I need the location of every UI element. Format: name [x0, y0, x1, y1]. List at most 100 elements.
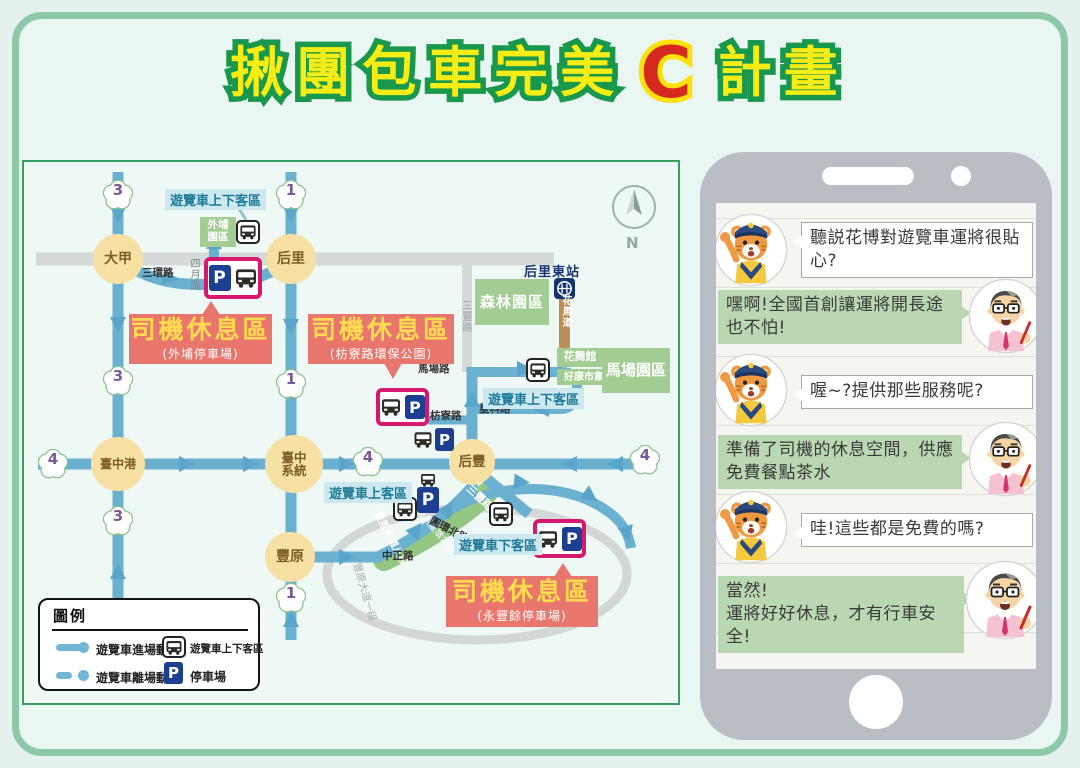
road-fangliao: 枋寮路 [430, 410, 462, 422]
interchange-dajia: 大甲 [93, 234, 143, 284]
callout-tail [554, 563, 572, 577]
road-machang: 馬場路 [418, 363, 450, 375]
bus-icon [396, 501, 414, 517]
highway-shield-3c: 3 [103, 506, 133, 536]
legend-exit-label: 遊覽車離場動線 [96, 671, 181, 685]
bus-icon [418, 473, 438, 487]
bubble-tail [793, 388, 803, 402]
callout-tail [384, 363, 402, 379]
highway-shield-4c: 4 [630, 445, 660, 475]
legend-divider [52, 629, 248, 631]
rest-area-subtitle: (外埔停車場) [162, 346, 239, 361]
bus-icon [413, 431, 433, 448]
phone-screen: 聽説花博對遊覽車運將很貼心? 嘿啊!全國首創讓運將開長途也不怕! 喔~?提供那些… [716, 203, 1036, 669]
zone-label-updown-2: 遊覽車上下客區 [483, 388, 585, 409]
route-map: 外埔園區 森林園區 花舞館 好康市集 馬場園區 后里東站 三環路 四月路 馬場路… [22, 160, 680, 705]
highway-shield-1c: 1 [276, 583, 306, 613]
area-forest-label: 森林園區 [479, 292, 544, 311]
area-horse-ranch-label: 馬場園區 [605, 361, 666, 380]
bus-icon [492, 506, 510, 522]
rest-area-marker-fangliao: P [376, 388, 429, 426]
rest-area-marker-waipu: P [204, 257, 262, 299]
zone-label-updown-1: 遊覽車上下客區 [165, 189, 267, 210]
parking-icon: P [562, 526, 582, 551]
bubble-tail [961, 306, 971, 320]
phone-mockup: 聽説花博對遊覽車運將很貼心? 嘿啊!全國首創讓運將開長途也不怕! 喔~?提供那些… [700, 152, 1052, 740]
driver-man-avatar [965, 560, 1036, 640]
area-market-label: 好康市集 [564, 371, 604, 383]
area-flower-hall-label: 花舞館 [563, 350, 597, 364]
area-market: 好康市集 [557, 369, 611, 385]
parking-icon: P [164, 662, 183, 684]
row-divider [716, 218, 1036, 219]
legend: 圖例 遊覽車進場動線 遊覽車離場動線 遊覽車上下客區 P 停車場 [38, 598, 264, 691]
area-waipu: 外埔園區 [200, 217, 236, 247]
rest-area-subtitle: (枋寮路環保公園) [329, 346, 433, 361]
bus-parking-pair: P [413, 428, 454, 451]
bus-stop-icon [526, 358, 550, 382]
legend-title: 圖例 [53, 607, 88, 625]
tiger-mascot-avatar [716, 490, 788, 564]
title-part2-outline: 計畫 [712, 36, 850, 110]
driver-man-avatar [968, 278, 1036, 354]
row-divider [716, 494, 1036, 495]
interchange-taichung-system: 臺中系統 [265, 435, 323, 493]
parking-icon: P [405, 395, 425, 419]
road-zhongzheng: 中正路 [382, 550, 414, 562]
rest-area-callout-fangliao: 司機休息區 (枋寮路環保公園) [308, 314, 454, 364]
bubble-tail [961, 451, 971, 465]
phone-speaker [822, 167, 914, 185]
compass-north-label: N [626, 234, 639, 252]
driver-man-avatar [968, 421, 1036, 497]
legend-parking-label: 停車場 [190, 670, 227, 684]
highway-shield-1b: 1 [276, 369, 306, 399]
callout-tail [202, 301, 220, 315]
chat-bubble-man-3: 當然! 運將好好休息，才有行車安全! [718, 576, 973, 653]
title-c-fill: C [640, 32, 704, 114]
bus-icon [529, 362, 547, 378]
highway-shield-3: 3 [103, 180, 133, 210]
interchange-houli: 后里 [266, 234, 316, 284]
chat-bubble-tiger-1: 聽説花博對遊覽車運將很貼心? [793, 222, 1033, 278]
tiger-mascot-avatar [716, 213, 788, 287]
entry-line-icon-dot [78, 642, 89, 653]
interchange-houfeng: 后豐 [449, 439, 495, 485]
rest-area-callout-yongfengyu: 司機休息區 (永豐餘停車場) [446, 576, 598, 627]
chat-bubble-tiger-2: 喔~?提供那些服務呢? [793, 375, 1033, 409]
title-c-outline: C [635, 27, 704, 119]
highway-shield-3b: 3 [103, 366, 133, 396]
area-forest: 森林園區 [475, 279, 549, 325]
station-houli-east-label: 后里東站 [524, 265, 581, 280]
huamadao-walkway [559, 292, 570, 350]
highway-shield-4: 4 [38, 449, 68, 479]
interchange-taichung-port: 臺中港 [91, 437, 145, 491]
area-flower-hall: 花舞館 [557, 348, 603, 367]
rest-area-callout-waipu: 司機休息區 (外埔停車場) [129, 314, 272, 364]
phone-home-button [849, 675, 903, 729]
road-sanhuan: 三環路 [142, 267, 174, 279]
exit-line-icon [56, 672, 72, 679]
road-siyue: 四月路 [188, 258, 199, 291]
tiger-mascot-avatar [716, 353, 788, 427]
parking-icon: P [435, 428, 454, 451]
exit-line-icon-dot [78, 670, 89, 681]
bus-icon [234, 268, 258, 288]
chat-bubble-man-1: 嘿啊!全國首創讓運將開長途也不怕! [718, 290, 971, 344]
phone-camera [951, 166, 971, 186]
rest-area-subtitle: (永豐餘停車場) [477, 609, 567, 623]
row-divider [716, 425, 1036, 426]
bubble-tail [793, 235, 803, 249]
road-huamadao: 花馬道 [560, 295, 571, 328]
rest-area-title: 司機休息區 [130, 314, 271, 344]
bus-icon [380, 398, 402, 416]
interchange-fengyuan: 豐原 [265, 532, 315, 582]
rest-area-title: 司機休息區 [451, 577, 592, 606]
title-part1: 揪團包車完美揪團包車完美 [225, 36, 626, 110]
area-waipu-label: 外埔園區 [207, 219, 229, 243]
compass-icon [612, 185, 656, 229]
parking-icon: P [208, 265, 231, 291]
bus-stop-icon [162, 636, 186, 658]
chat-bubble-tiger-3: 哇!這些都是免費的嗎? [793, 513, 1033, 547]
